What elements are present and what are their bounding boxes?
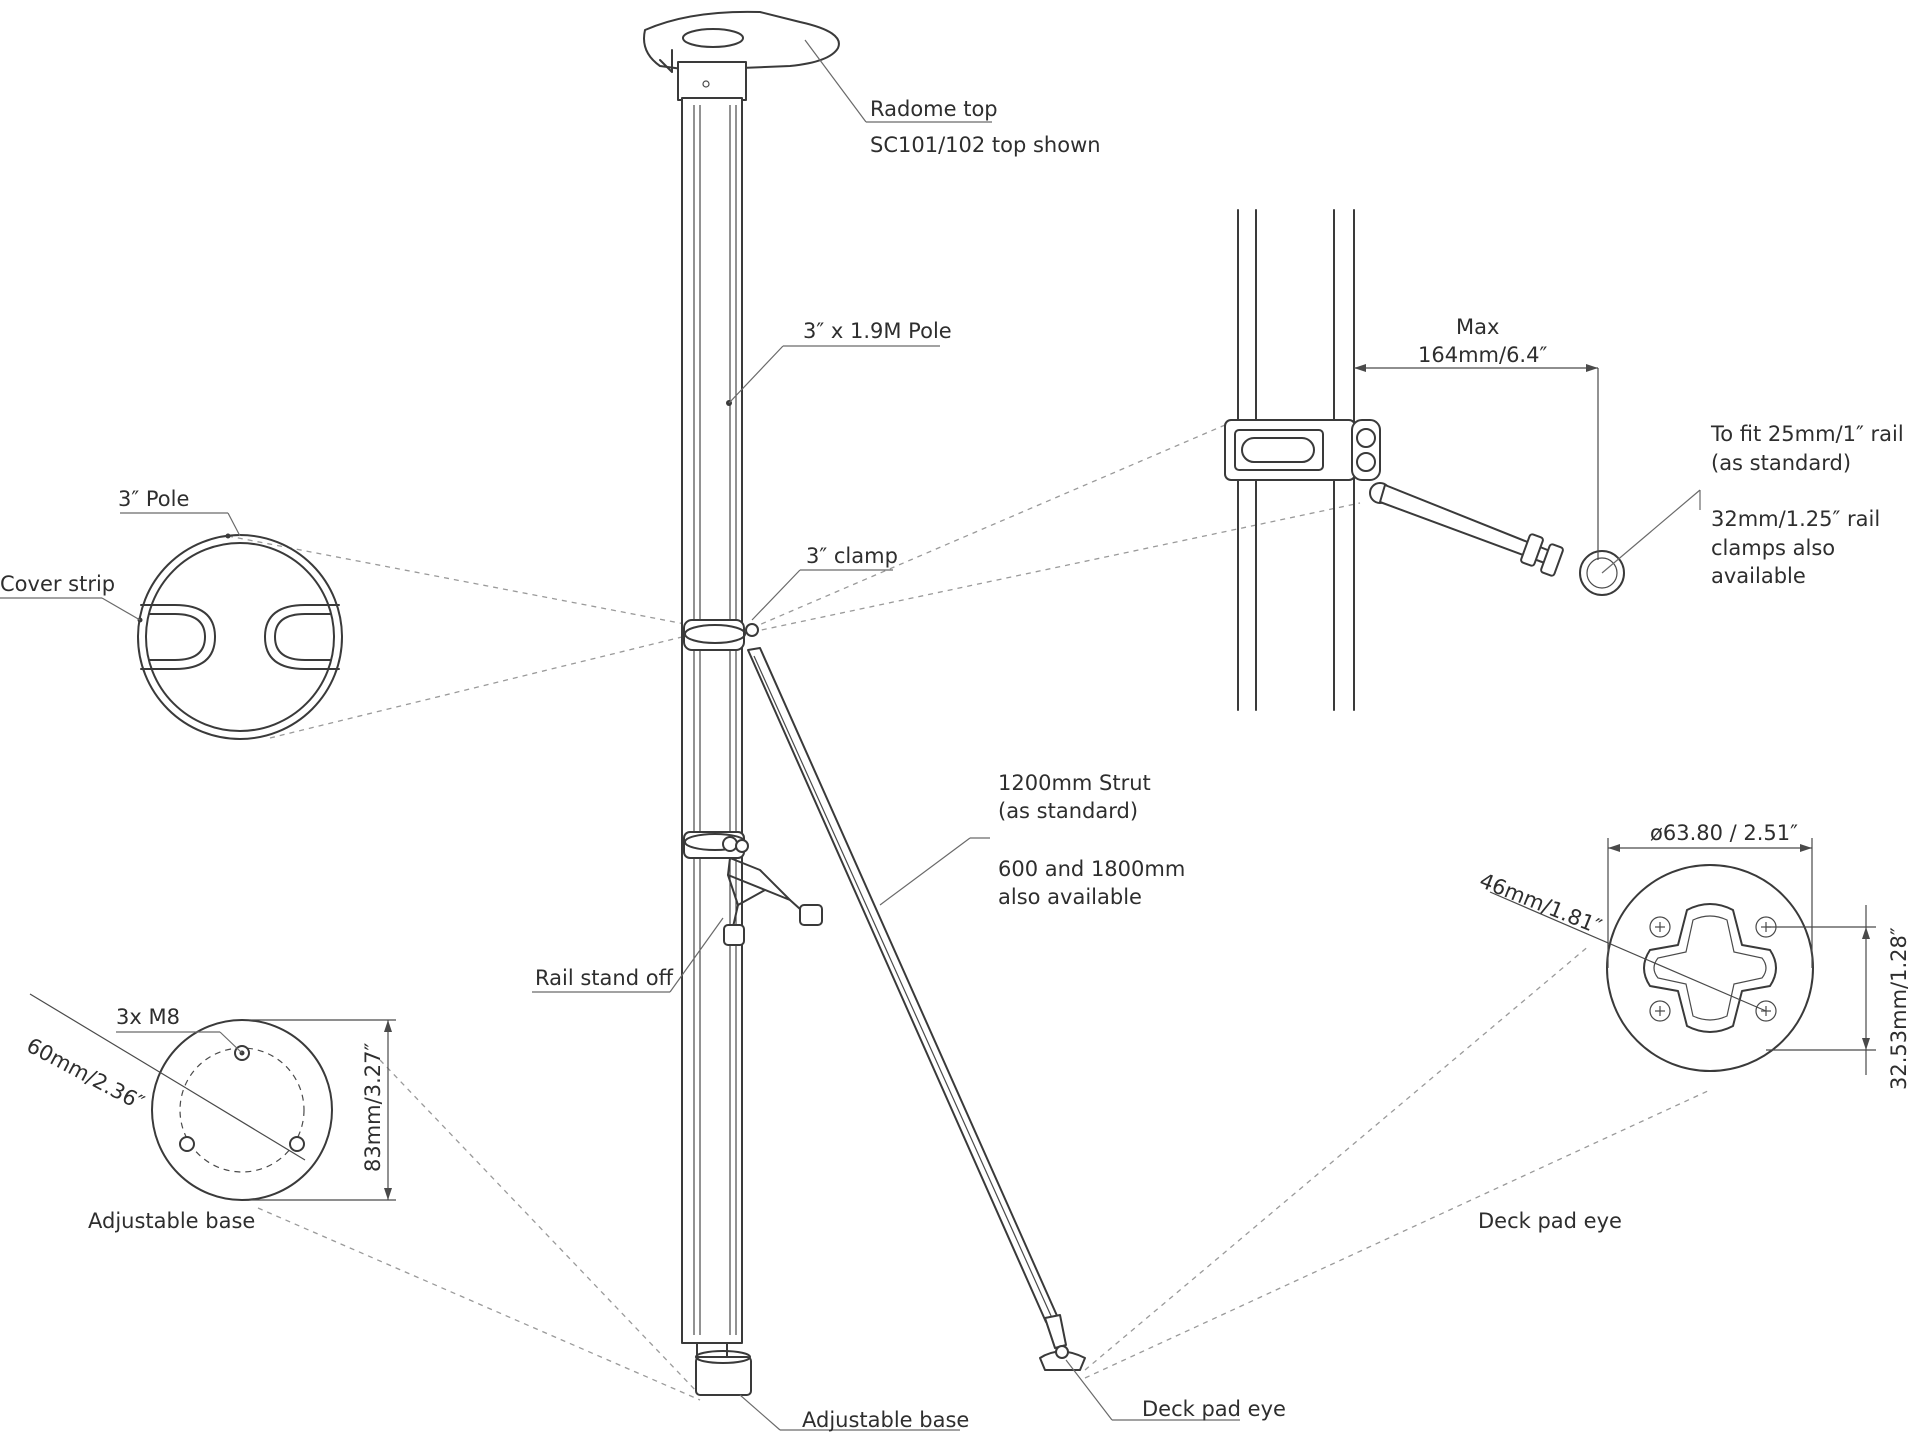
label-rail-stand-off: Rail stand off <box>535 966 674 990</box>
label-strut-1: 1200mm Strut <box>998 771 1151 795</box>
label-deck-pad-eye-detail: Deck pad eye <box>1478 1209 1622 1233</box>
deck-pad-eye-detail <box>1489 838 1876 1075</box>
label-pole: 3″ x 1.9M Pole <box>803 319 952 343</box>
label-max-value: 164mm/6.4″ <box>1418 343 1547 367</box>
label-base-height: 83mm/3.27″ <box>361 1043 385 1172</box>
label-pad-diag: 46mm/1.81″ <box>1476 868 1605 939</box>
pole-cross-section <box>137 533 343 740</box>
label-adjustable-base: Adjustable base <box>802 1408 969 1432</box>
label-m8: 3x M8 <box>116 1005 180 1029</box>
labels: Radome top SC101/102 top shown 3″ x 1.9M… <box>0 97 1911 1432</box>
label-rail-fit-2: (as standard) <box>1711 451 1851 475</box>
label-rail-alt-3: available <box>1711 564 1806 588</box>
label-rail-fit-1: To fit 25mm/1″ rail <box>1710 422 1904 446</box>
label-adjustable-base-detail: Adjustable base <box>88 1209 255 1233</box>
label-strut-alt-2: also available <box>998 885 1142 909</box>
label-rail-alt-1: 32mm/1.25″ rail <box>1711 507 1880 531</box>
label-strut-2: (as standard) <box>998 799 1138 823</box>
label-pad-diameter: ø63.80 / 2.51″ <box>1650 821 1798 845</box>
adjustable-base-detail <box>29 993 396 1201</box>
label-clamp: 3″ clamp <box>806 544 898 568</box>
label-rail-alt-2: clamps also <box>1711 536 1835 560</box>
strut <box>747 647 1086 1371</box>
leader-lines <box>0 39 1701 1431</box>
main-pole <box>643 10 840 1396</box>
label-max: Max <box>1456 315 1499 339</box>
label-cover-strip: Cover strip <box>0 572 115 596</box>
rail-clamp-detail <box>1224 209 1625 711</box>
label-pad-height: 32.53mm/1.28″ <box>1887 927 1911 1090</box>
label-strut-alt-1: 600 and 1800mm <box>998 857 1185 881</box>
label-radome-top-note: SC101/102 top shown <box>870 133 1101 157</box>
projection-lines <box>227 424 1711 1401</box>
label-pole-section: 3″ Pole <box>118 487 189 511</box>
label-base-diag: 60mm/2.36″ <box>23 1033 149 1115</box>
label-deck-pad-eye: Deck pad eye <box>1142 1397 1286 1421</box>
label-radome-top: Radome top <box>870 97 998 121</box>
